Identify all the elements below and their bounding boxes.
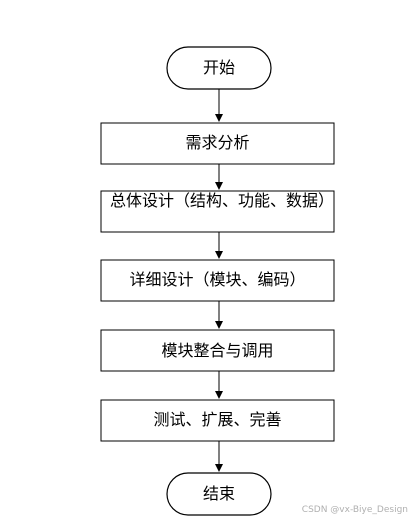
step-label-testing: 测试、扩展、完善 bbox=[153, 410, 282, 429]
step-label-overall-design: 总体设计（结构、功能、数据） bbox=[110, 191, 335, 210]
end-terminal-shape bbox=[166, 472, 272, 516]
end-label: 结束 bbox=[202, 484, 235, 503]
process-box-overall-design bbox=[100, 190, 335, 233]
start-label: 开始 bbox=[202, 58, 235, 77]
step-label-detailed-design: 详细设计（模块、编码） bbox=[129, 270, 306, 289]
step-label-module-integration: 模块整合与调用 bbox=[161, 341, 274, 360]
watermark-text: CSDN @vx-Biye_Design bbox=[301, 505, 408, 515]
process-box-testing bbox=[100, 399, 335, 442]
process-box-module-integration bbox=[100, 329, 335, 372]
process-box-requirements bbox=[100, 122, 335, 165]
step-label-requirements: 需求分析 bbox=[185, 133, 250, 152]
process-box-detailed-design bbox=[100, 259, 335, 302]
